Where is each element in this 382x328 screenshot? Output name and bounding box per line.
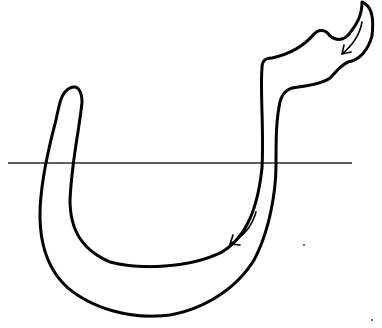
scan-speck [371,319,373,321]
scan-speck [303,244,305,246]
letter-outline [40,2,373,316]
